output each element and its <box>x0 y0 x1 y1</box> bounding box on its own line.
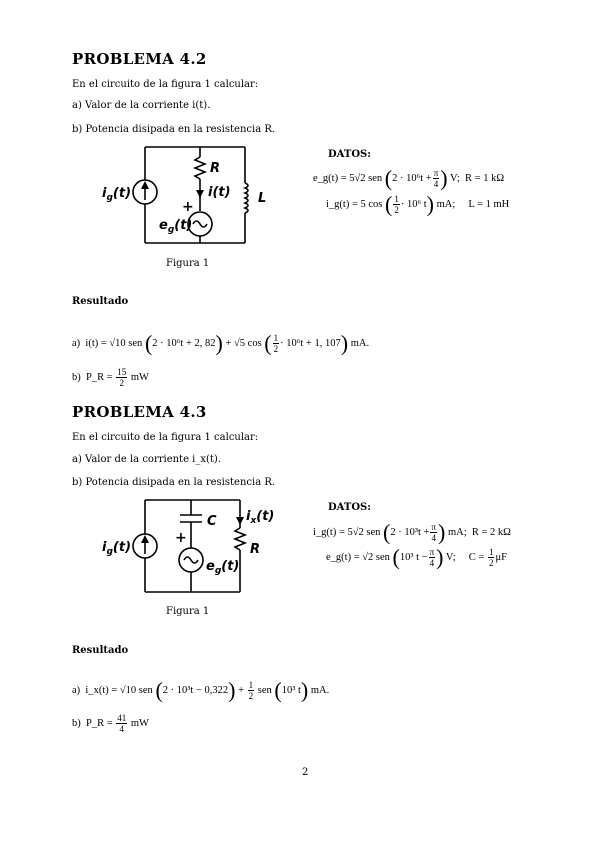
circuit-label-r: R <box>250 542 260 557</box>
result-a-4-2: a) i(t) = √10 sen (2 · 10⁶t + 2, 82) + √… <box>72 330 370 356</box>
problem-4-2-question-b: b) Potencia disipada en la resistencia R… <box>72 124 276 135</box>
circuit-label-ix: ix(t) <box>246 509 274 526</box>
circuit-diagram-4-2: ig(t) R i(t) + eg(t) L <box>102 146 266 244</box>
circuit-label-plus: + <box>175 530 187 546</box>
figure-caption-4-3: Figura 1 <box>166 606 210 617</box>
problem-4-2-title: PROBLEMA 4.2 <box>72 50 207 68</box>
circuit-label-ig: ig(t) <box>102 186 131 203</box>
circuit-label-c: C <box>207 514 217 529</box>
problem-4-3-question-b: b) Potencia disipada en la resistencia R… <box>72 477 276 488</box>
circuit-label-it: i(t) <box>208 185 231 200</box>
figure-caption-4-2: Figura 1 <box>166 258 210 269</box>
problem-4-3-question-a: a) Valor de la corriente i_x(t). <box>72 454 222 465</box>
result-a-4-3: a) i_x(t) = √10 sen (2 · 10³t − 0,322) +… <box>72 677 330 703</box>
problem-4-3-intro: En el circuito de la figura 1 calcular: <box>72 432 259 443</box>
datos-label-4-3: DATOS: <box>328 502 371 513</box>
circuit-label-eg: eg(t) <box>159 218 192 235</box>
circuit-diagram-4-3: ig(t) C ix(t) + R eg(t) <box>102 499 274 593</box>
circuit-label-r: R <box>210 161 220 176</box>
datos-label-4-2: DATOS: <box>328 149 371 160</box>
circuit-label-l: L <box>258 191 266 206</box>
problem-4-2-intro: En el circuito de la figura 1 calcular: <box>72 79 259 90</box>
problem-4-2-question-a: a) Valor de la corriente i(t). <box>72 100 211 111</box>
circuit-label-ig: ig(t) <box>102 540 131 557</box>
result-label-4-3: Resultado <box>72 645 129 656</box>
problem-4-3-title: PROBLEMA 4.3 <box>72 403 207 421</box>
circuit-label-eg: eg(t) <box>206 559 239 576</box>
result-label-4-2: Resultado <box>72 296 129 307</box>
page-number: 2 <box>302 767 309 778</box>
circuit-label-plus: + <box>182 199 194 215</box>
